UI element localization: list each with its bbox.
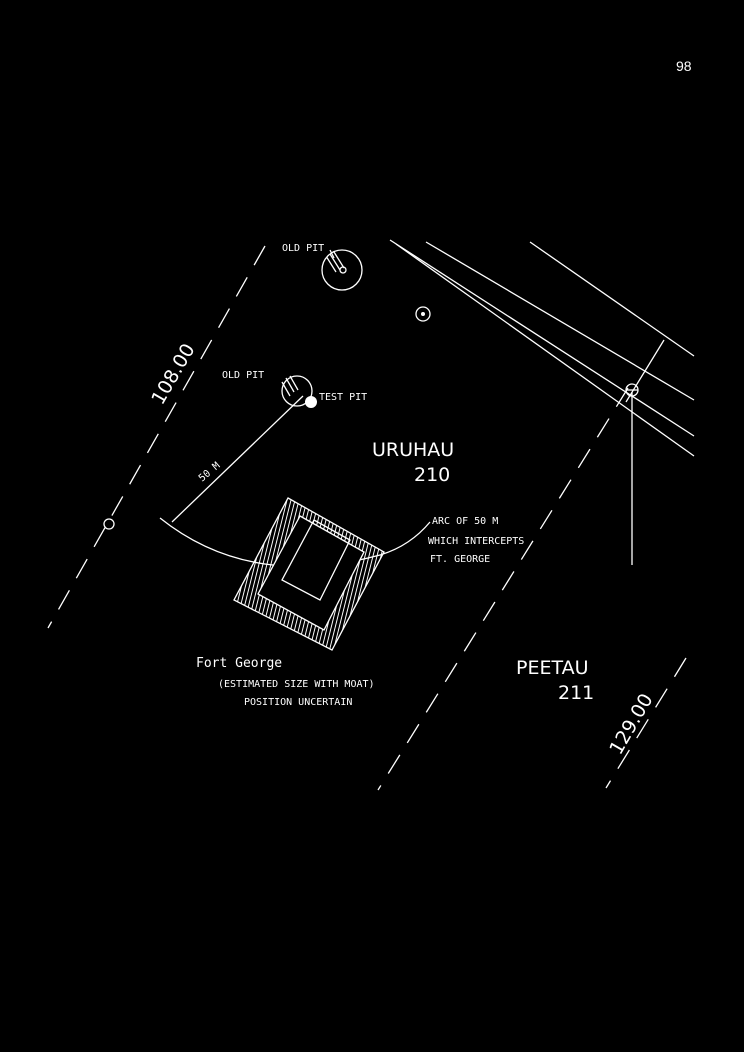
moat-hatch-line xyxy=(234,498,265,650)
moat-hatch-line xyxy=(130,480,180,680)
radius-label: 50 M xyxy=(197,460,223,484)
old-pit-top-circle xyxy=(321,249,363,291)
moat-hatch-line xyxy=(170,480,220,680)
moat-hatch-line xyxy=(353,498,384,650)
moat-hatch-line xyxy=(234,498,273,650)
road-line-1 xyxy=(389,239,695,437)
moat-hatch-line xyxy=(134,480,184,680)
moat-hatch-line xyxy=(357,498,384,650)
old-pit-mid-circle xyxy=(281,375,313,407)
moat-hatch-line xyxy=(182,480,232,680)
boundary-line-right xyxy=(605,657,687,789)
moat-hatch-line xyxy=(166,480,216,680)
lot-211-name: PEETAU xyxy=(516,657,589,679)
fort-title: Fort George xyxy=(196,656,282,671)
moat-hatch-line xyxy=(234,498,249,650)
moat-hatch-line xyxy=(174,480,224,680)
dimension-129: 129.00 xyxy=(605,690,657,759)
boundary-line-left xyxy=(47,245,266,629)
survey-mark-left xyxy=(103,518,115,530)
moat-hatch-line xyxy=(349,498,384,650)
arc-note-line-2: WHICH INTERCEPTS xyxy=(428,536,524,547)
old-pit-top-label: OLD PIT xyxy=(282,243,324,254)
fort-george-outline xyxy=(130,480,385,680)
moat-hatch-line xyxy=(234,498,245,650)
road-spur xyxy=(625,339,665,403)
fort-note-line-1: (ESTIMATED SIZE WITH MOAT) xyxy=(218,679,375,690)
moat-hatch-line xyxy=(234,498,269,650)
lot-210-name: URUHAU xyxy=(372,439,454,461)
test-pit-marker xyxy=(305,396,317,408)
radius-line xyxy=(171,395,304,523)
moat-hatch-line xyxy=(138,480,188,680)
old-pit-mid-label: OLD PIT xyxy=(222,370,264,381)
road-line-3 xyxy=(425,241,695,401)
old-pit-top-hatch xyxy=(325,251,345,273)
boundary-line-middle xyxy=(377,387,629,791)
road-line-4 xyxy=(529,241,695,357)
moat-hatch-line xyxy=(365,498,384,650)
moat-hatch-line xyxy=(178,480,228,680)
moat-hatch-line xyxy=(234,498,257,650)
page-number: 98 xyxy=(676,58,692,74)
moat-hatch-line xyxy=(162,480,212,680)
lot-210-number: 210 xyxy=(414,464,450,486)
moat-hatch-line xyxy=(234,498,261,650)
arc-note-line-1: ARC OF 50 M xyxy=(432,516,498,527)
survey-mark-center xyxy=(415,306,431,322)
moat-hatch-line xyxy=(150,480,200,680)
moat-hatch-line xyxy=(234,498,241,650)
moat-hatch-line xyxy=(154,480,204,680)
test-pit-label: TEST PIT xyxy=(319,392,367,403)
lot-211-number: 211 xyxy=(558,682,594,704)
arc-note-line-3: FT. GEORGE xyxy=(430,554,490,565)
moat-hatch-line xyxy=(158,480,208,680)
fort-note-line-2: POSITION UNCERTAIN xyxy=(244,697,352,708)
moat-hatch-line xyxy=(234,498,237,650)
road-line-2 xyxy=(395,243,695,457)
moat-hatch-line xyxy=(146,480,196,680)
moat-hatch-line xyxy=(345,498,384,650)
